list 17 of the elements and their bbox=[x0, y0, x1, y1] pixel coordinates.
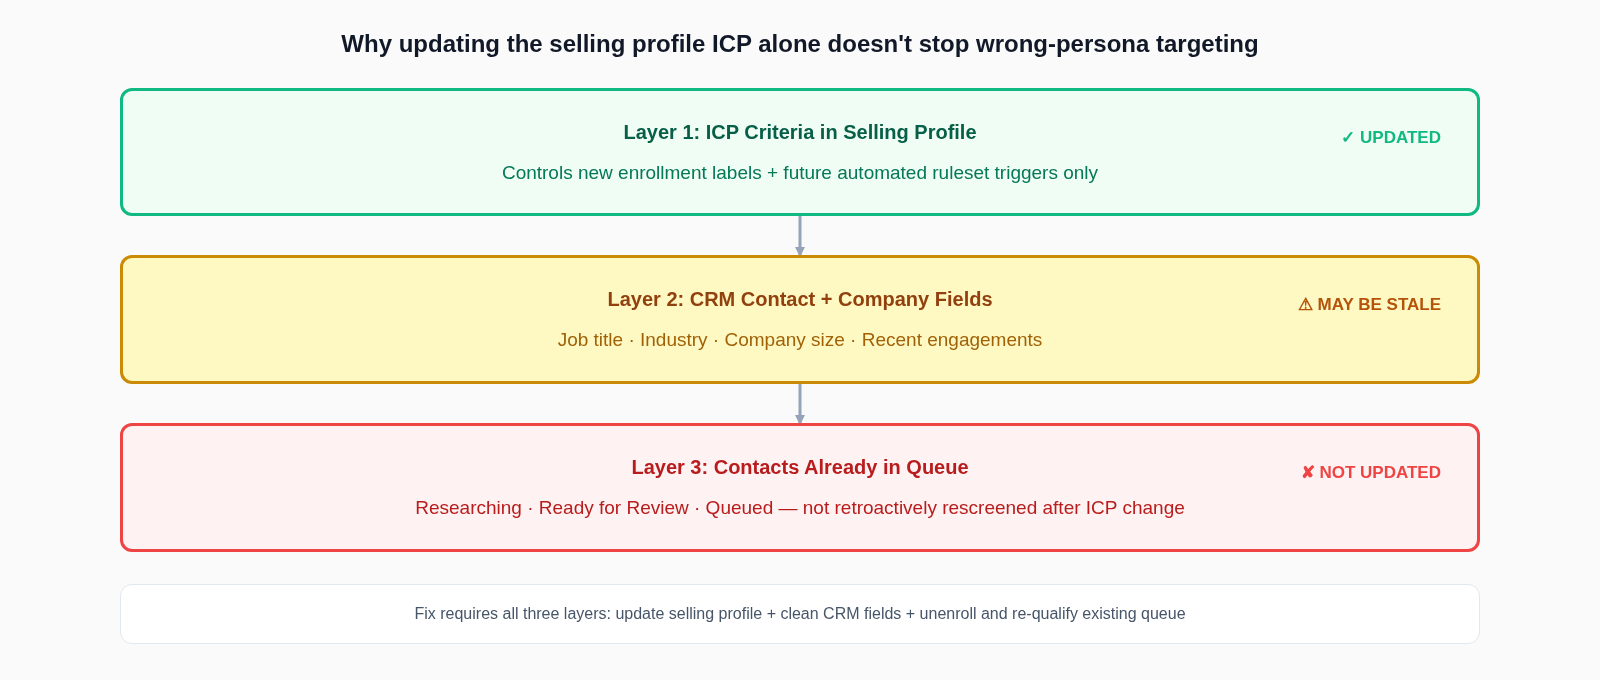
layer-description: Controls new enrollment labels + future automated ruleset triggers only bbox=[501, 160, 1099, 185]
layer-box bbox=[120, 423, 1480, 552]
diagram-title: Why updating the selling profile ICP alone doesn't stop wrong-persona targeting bbox=[340, 29, 1260, 59]
status-label: ✘ NOT UPDATED bbox=[1300, 462, 1441, 484]
layer-heading: Layer 3: Contacts Already in Queue bbox=[631, 455, 969, 481]
status-label: ⚠ MAY BE STALE bbox=[1297, 294, 1441, 316]
status-label: ✓ UPDATED bbox=[1341, 127, 1441, 149]
arrow bbox=[795, 216, 805, 257]
layer-heading: Layer 1: ICP Criteria in Selling Profile bbox=[623, 119, 977, 145]
layer-box bbox=[120, 88, 1480, 216]
note-box bbox=[120, 584, 1480, 644]
layer-heading: Layer 2: CRM Contact + Company Fields bbox=[607, 287, 993, 313]
layer-description: Researching · Ready for Review · Queued — not retroactively rescreened after ICP change bbox=[415, 496, 1185, 521]
note-text: Fix requires all three layers: update selling profile + clean CRM fields + unenroll and re-qualify existing queue bbox=[414, 604, 1186, 624]
layer-box bbox=[120, 255, 1480, 384]
arrow bbox=[795, 384, 805, 425]
layer-description: Job title · Industry · Company size · Recent engagements bbox=[557, 328, 1043, 353]
